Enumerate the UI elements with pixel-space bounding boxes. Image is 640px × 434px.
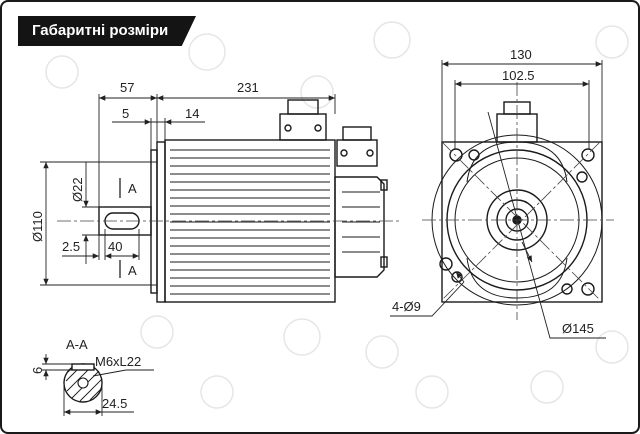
page-title: Габаритні розміри (18, 16, 196, 46)
encoder-cap (334, 176, 385, 278)
dim-57: 57 (120, 80, 134, 95)
dim-24-5: 24.5 (102, 396, 127, 411)
dim-holes-4x9: 4-Ø9 (392, 299, 421, 314)
dim-231: 231 (237, 80, 259, 95)
dim-5: 5 (122, 106, 129, 121)
dim-6: 6 (30, 367, 45, 374)
watermark-pattern (45, 21, 629, 409)
flange-plate (150, 149, 158, 294)
dim-diameter-145: Ø145 (562, 321, 594, 336)
section-mark-top: A (128, 181, 137, 196)
dim-40: 40 (108, 239, 122, 254)
section-mark-bottom: A (128, 263, 137, 278)
dim-diameter-22: Ø22 (70, 177, 85, 202)
motor-side-view (98, 99, 388, 303)
dim-diameter-110: Ø110 (30, 211, 45, 242)
dim-14: 14 (185, 106, 199, 121)
dim-thread-m6: M6xL22 (95, 354, 141, 369)
mount-holes (439, 148, 595, 296)
section-aa-title: A-A (66, 337, 88, 352)
flange (156, 141, 166, 303)
dim-102-5: 102.5 (502, 68, 535, 83)
dim-130: 130 (510, 47, 532, 62)
encoder-connector (336, 139, 378, 167)
dim-2-5: 2.5 (62, 239, 80, 254)
power-connector (279, 113, 327, 141)
